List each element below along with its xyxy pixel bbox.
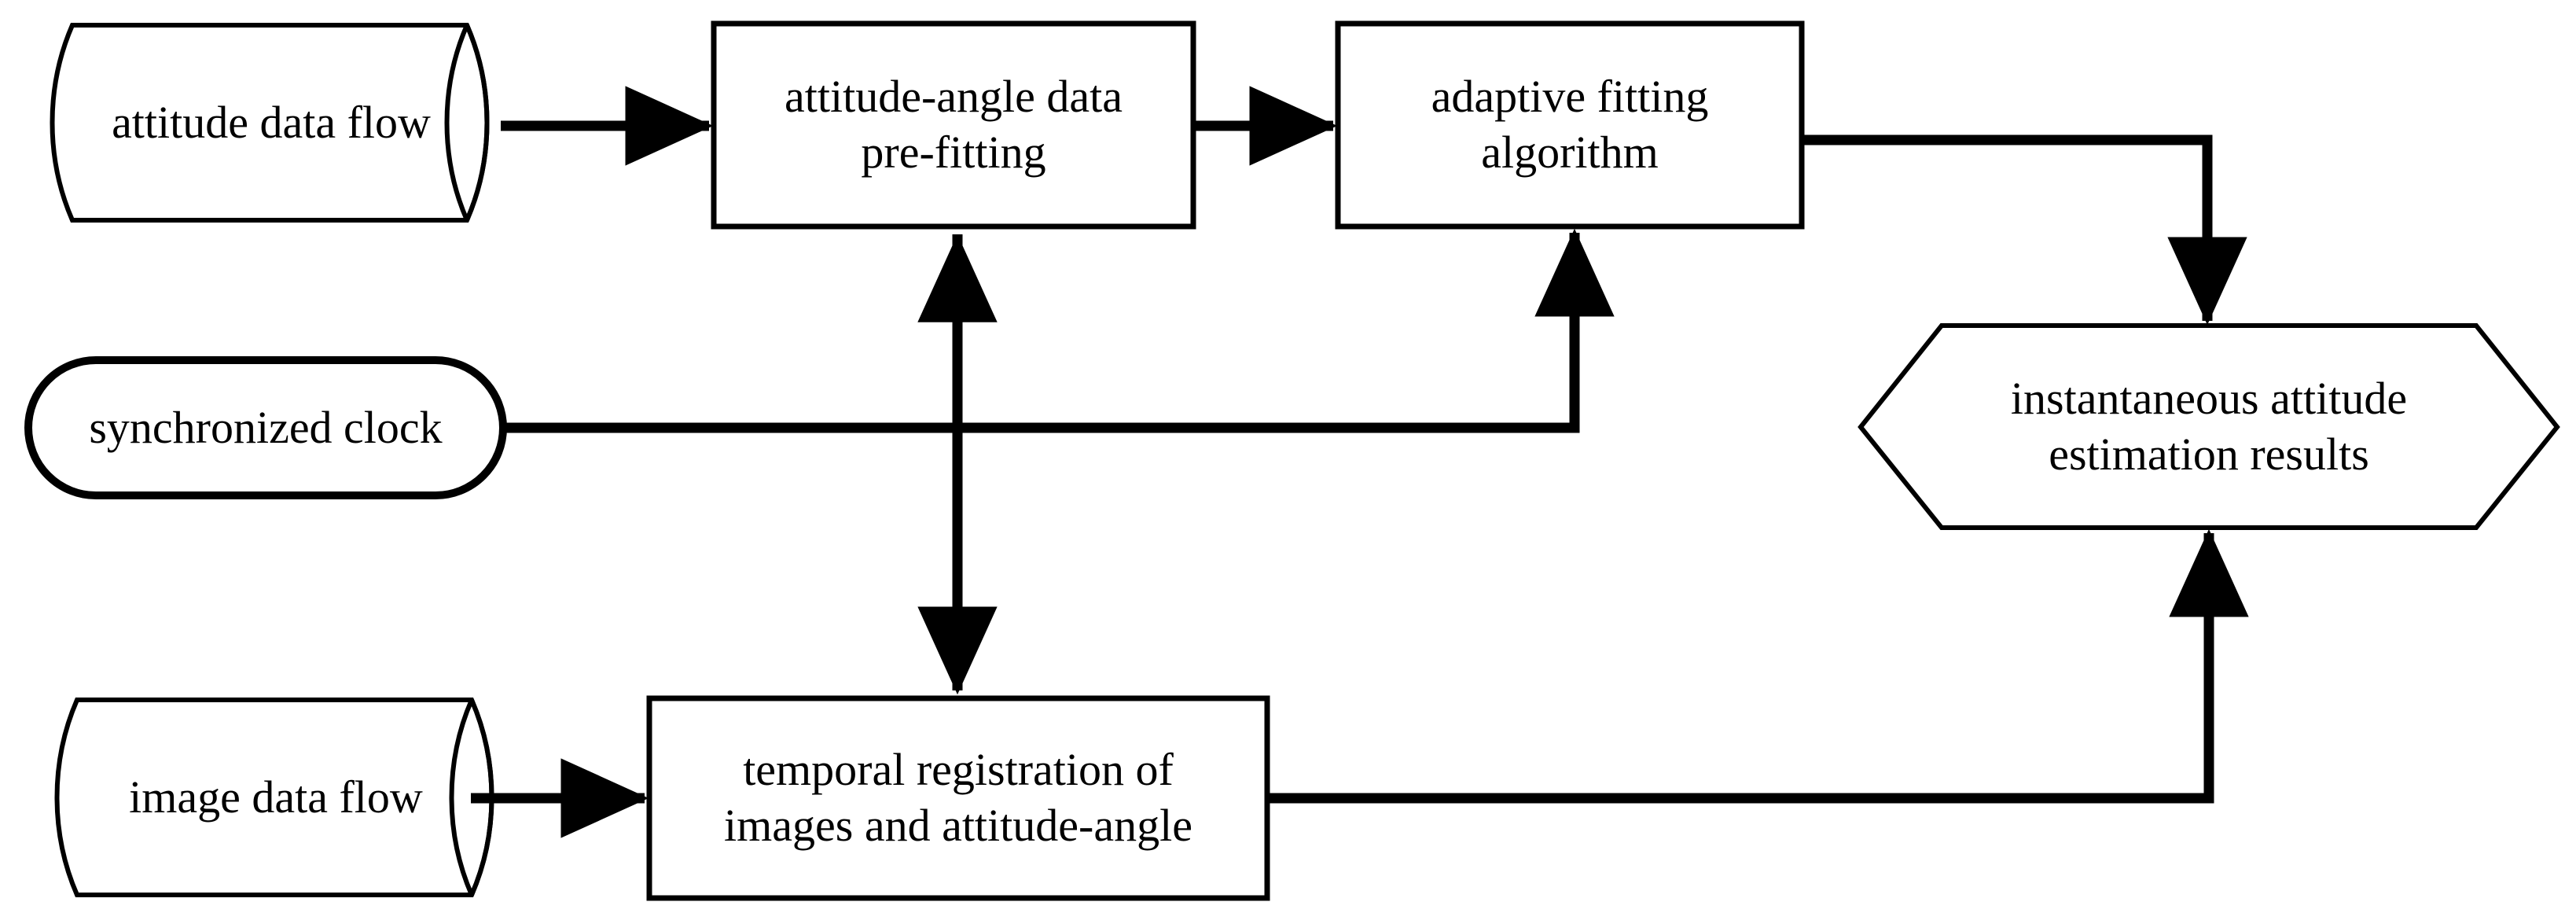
cylinder-cap-right-attitude-data-flow [465, 24, 490, 222]
node-attitude-data-flow[interactable] [50, 23, 490, 223]
edge-temporal-registration-to-results [1267, 528, 2249, 804]
node-adaptive-fitting-algorithm[interactable] [1335, 20, 1805, 230]
edge-clock-to-adaptive [503, 228, 1615, 433]
cylinder-cap-image-data-flow [449, 698, 474, 896]
node-attitude-angle-data-pre-fitting[interactable] [711, 20, 1196, 230]
node-instantaneous-attitude-estimation-results[interactable] [1858, 323, 2560, 530]
cylinder-body-image-data-flow [54, 698, 494, 897]
edge-adaptive-to-results [1802, 134, 2247, 326]
node-synchronized-clock[interactable] [24, 356, 507, 499]
node-temporal-registration[interactable] [646, 695, 1270, 901]
cylinder-cap-attitude-data-flow [444, 24, 469, 222]
node-image-data-flow[interactable] [54, 698, 494, 897]
cylinder-body-attitude-data-flow [50, 23, 490, 223]
